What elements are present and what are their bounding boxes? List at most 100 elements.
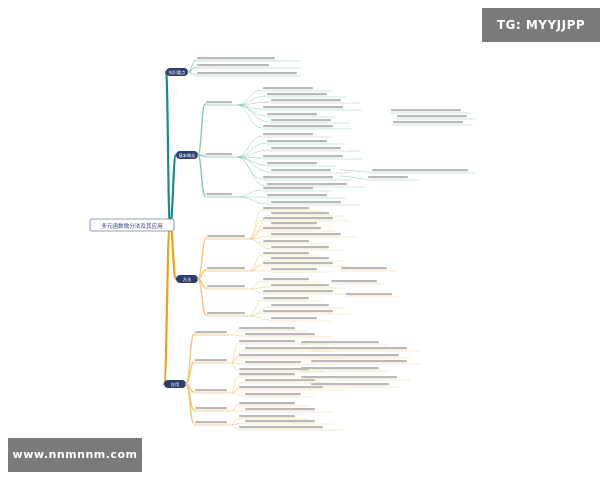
leaf-text — [271, 284, 329, 287]
leaf-text — [263, 240, 309, 243]
leaf-text — [239, 402, 295, 405]
leaf-text — [239, 386, 323, 389]
leaf-text — [245, 393, 301, 396]
watermark-top: TG: MYYJJPP — [482, 8, 600, 42]
connector-line — [339, 175, 367, 180]
leaf-text — [206, 153, 232, 156]
connector-line — [230, 334, 245, 337]
leaf-text — [271, 317, 317, 320]
connector-line — [235, 104, 263, 129]
leaf-text — [263, 227, 321, 230]
leaf-text — [207, 285, 245, 288]
connector-line — [235, 189, 263, 198]
leaf-text — [263, 87, 313, 90]
leaf-text — [263, 187, 313, 190]
leaf-text — [267, 183, 347, 186]
leaf-text — [346, 293, 392, 296]
leaf-text — [271, 222, 317, 225]
leaf-text — [267, 194, 327, 197]
leaf-text — [245, 408, 315, 411]
leaf-text — [195, 359, 227, 362]
leaf-text — [197, 64, 269, 67]
topic-label-4: 应用 — [171, 381, 179, 388]
connector-line — [230, 349, 245, 364]
leaf-text — [239, 415, 295, 418]
leaf-text — [239, 327, 295, 330]
application-branch-2 — [185, 361, 195, 385]
leaf-text — [271, 246, 329, 249]
connector-line — [235, 156, 267, 187]
connector-line — [230, 329, 239, 336]
connector-line — [248, 286, 271, 290]
leaf-text — [239, 340, 295, 343]
connector-line — [230, 424, 239, 430]
leaf-text — [311, 360, 407, 363]
leaf-text — [271, 201, 341, 204]
leaf-text — [263, 262, 333, 265]
connector-line — [248, 238, 271, 250]
leaf-text — [245, 347, 315, 350]
connector-line — [248, 209, 263, 240]
leaf-text — [301, 376, 397, 379]
leaf-text — [311, 383, 389, 386]
topic-node-4 — [164, 380, 186, 388]
connector-line — [248, 219, 263, 240]
topic-label-1: 知识要点 — [169, 69, 186, 76]
leaf-text — [271, 233, 341, 236]
leaf-text — [267, 93, 327, 96]
leaf-text — [267, 113, 317, 116]
connector-line — [230, 362, 245, 365]
leaf-text — [271, 119, 331, 122]
connector-line — [235, 101, 271, 106]
topic-node-3 — [176, 275, 198, 283]
leaf-text — [239, 354, 323, 357]
leaf-text — [263, 297, 309, 300]
connector-line — [248, 235, 271, 240]
connector-line — [235, 104, 267, 117]
root-branch-3 — [168, 223, 178, 281]
method-branch-4 — [197, 278, 207, 316]
leaf-text — [245, 361, 301, 364]
leaf-text — [267, 162, 317, 165]
leaf-text — [195, 389, 227, 392]
connector-line — [248, 254, 263, 272]
leaf-text — [207, 267, 245, 270]
leaf-text — [263, 106, 343, 109]
leaf-text — [397, 115, 467, 118]
leaf-text — [271, 257, 329, 260]
leaf-text — [321, 354, 399, 357]
leaf-text — [271, 169, 331, 172]
leaf-text — [393, 121, 463, 124]
leaf-text — [197, 57, 275, 60]
watermark-bottom: www.nnmnnm.com — [8, 438, 142, 472]
topic-node-2 — [176, 151, 198, 159]
leaf-text — [341, 267, 387, 270]
concept-branch-1 — [197, 103, 206, 156]
connector-line — [235, 156, 271, 173]
leaf-text — [239, 426, 323, 429]
leaf-text — [368, 176, 408, 179]
leaf-text — [263, 176, 333, 179]
connector-line — [187, 59, 197, 73]
leaf-text — [331, 280, 377, 283]
root-branch-1 — [164, 70, 172, 227]
leaf-text — [263, 133, 313, 136]
leaf-text — [239, 368, 309, 371]
connector-line — [248, 299, 263, 317]
leaf-text — [245, 333, 315, 336]
leaf-text — [207, 312, 245, 315]
leaf-text — [263, 217, 333, 220]
leaf-text — [271, 99, 341, 102]
leaf-text — [311, 347, 407, 350]
root-node — [89, 218, 175, 232]
leaf-text — [263, 125, 333, 128]
leaf-text — [245, 379, 315, 382]
root-branch-2 — [168, 153, 178, 227]
leaf-text — [263, 278, 309, 281]
leaf-text — [271, 304, 329, 307]
application-branch-5 — [185, 383, 195, 425]
connector-line — [235, 142, 267, 158]
connector-line — [230, 422, 245, 426]
connector-line — [230, 342, 239, 364]
